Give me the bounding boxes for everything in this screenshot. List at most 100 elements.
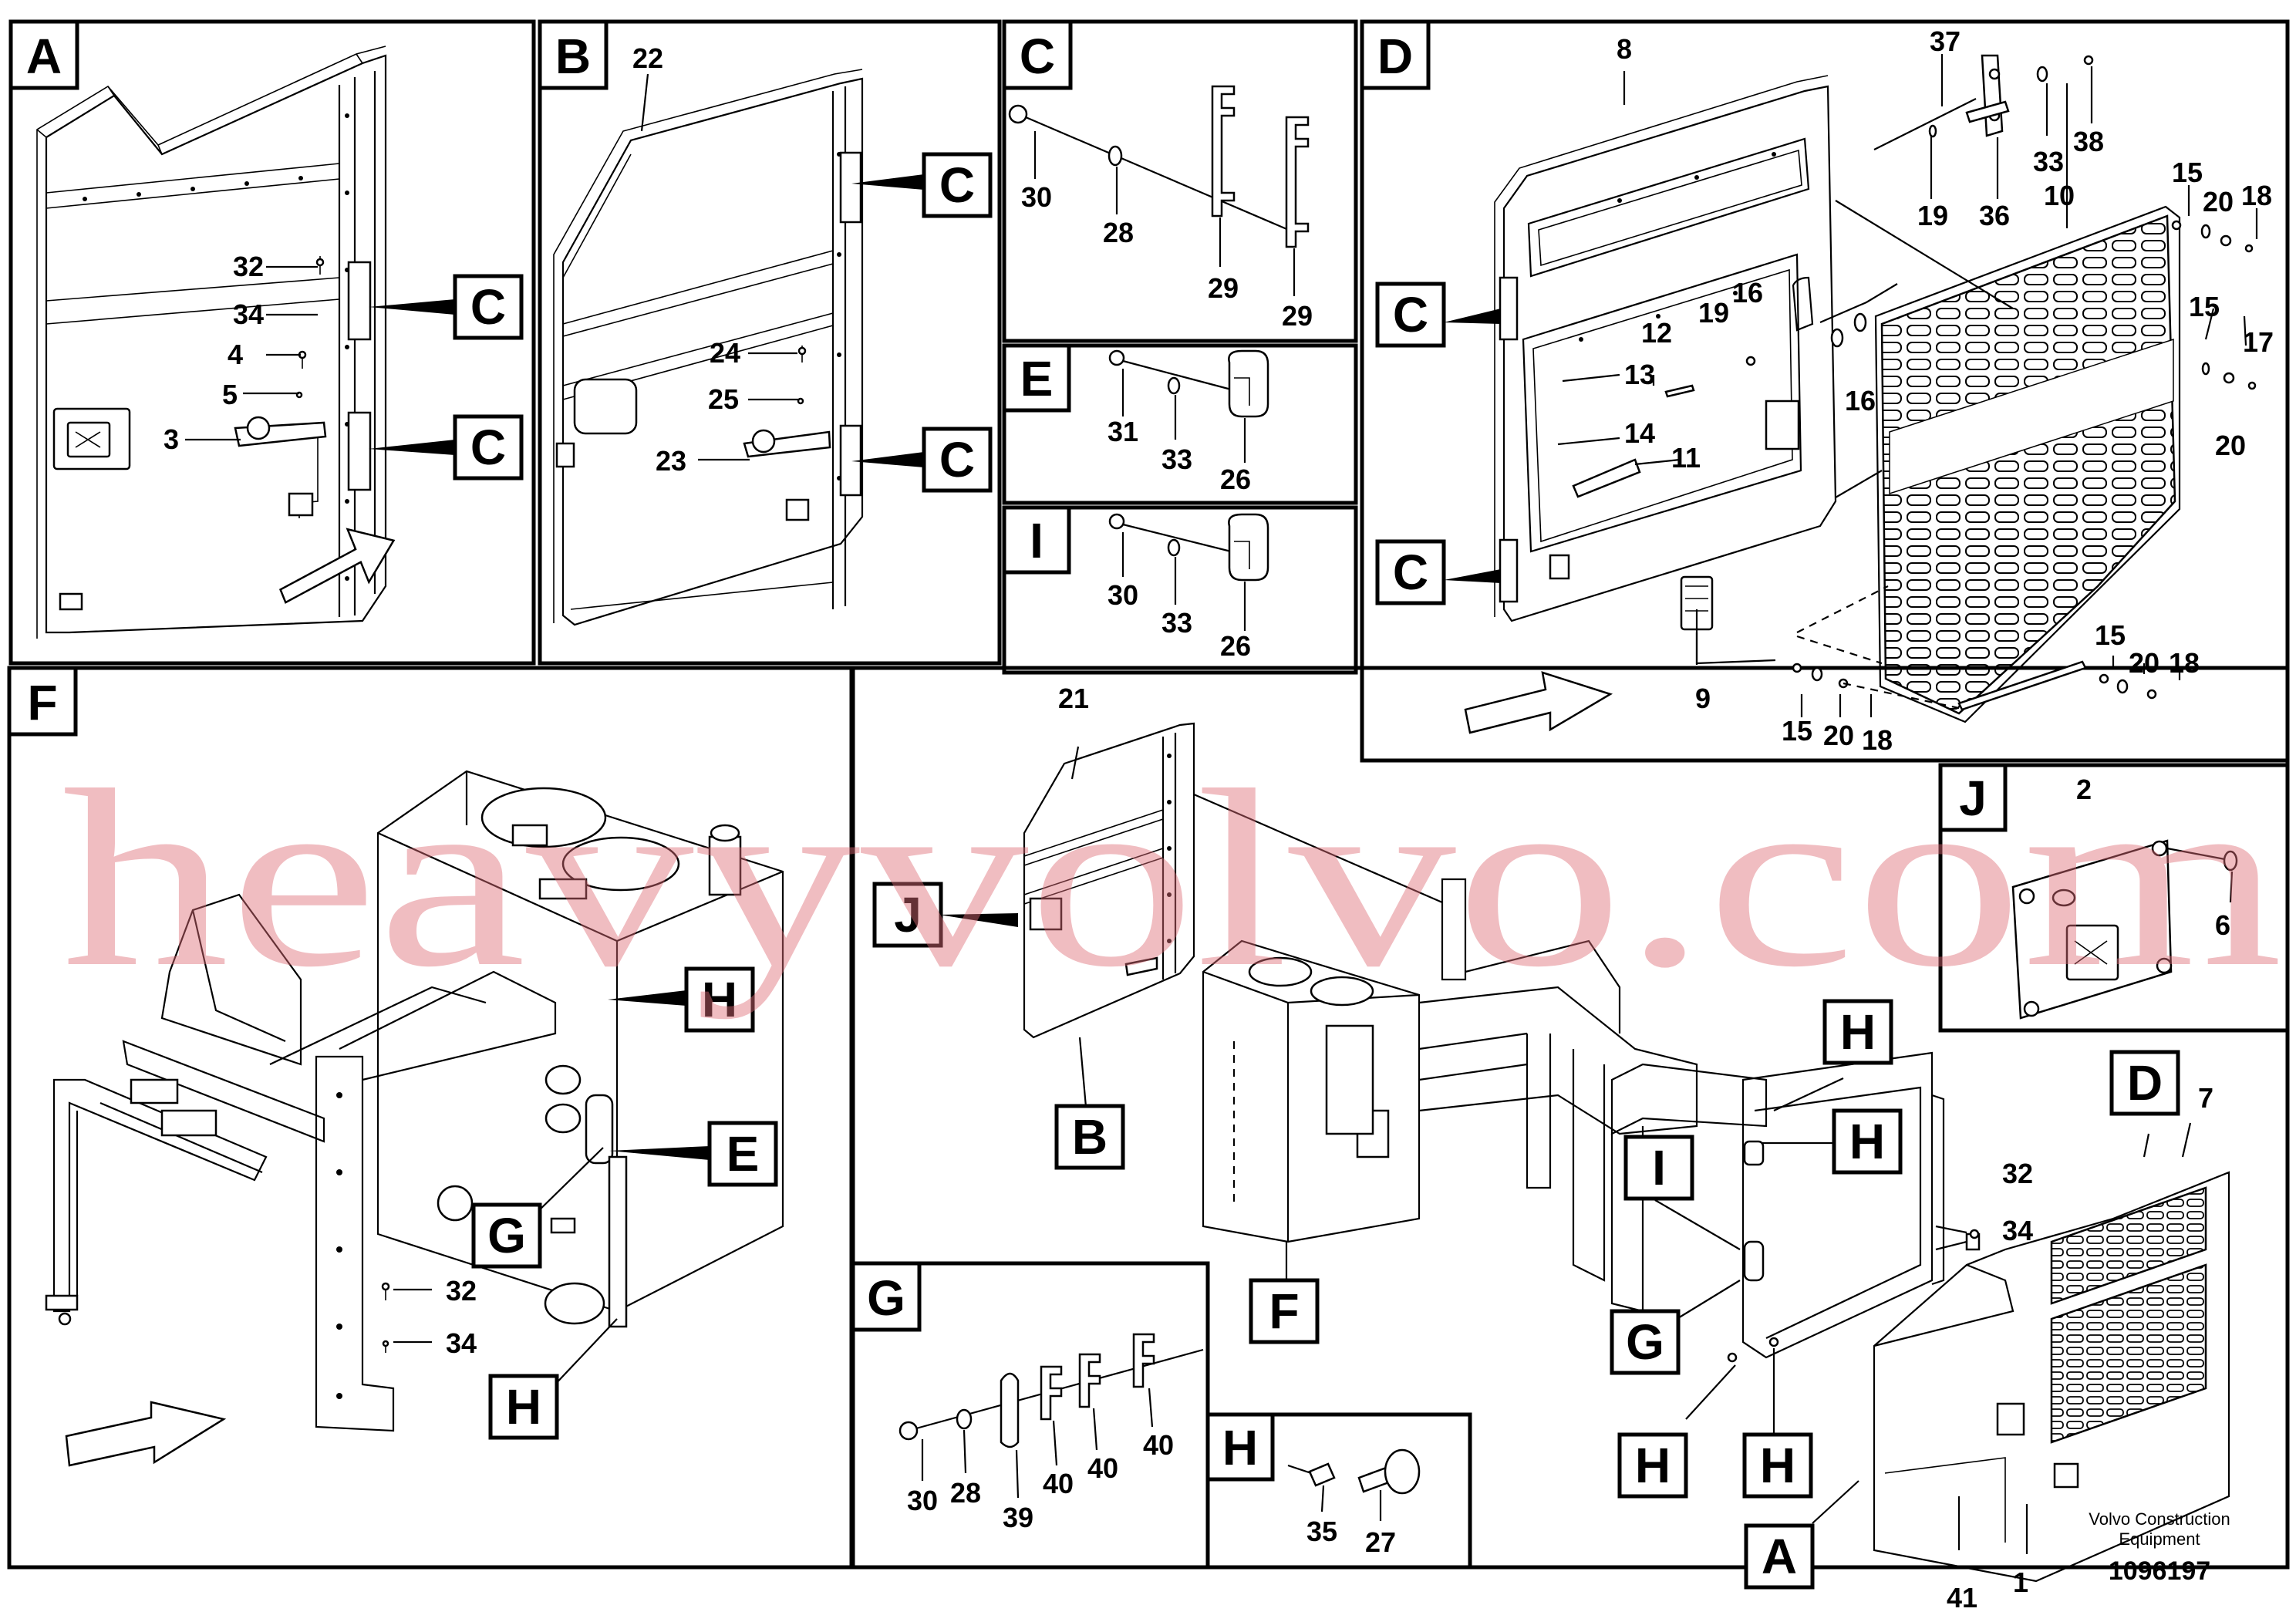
part-number: 26 bbox=[1220, 464, 1251, 495]
part-number: 30 bbox=[1108, 579, 1138, 611]
part-number: 29 bbox=[1282, 300, 1313, 332]
part-number: 26 bbox=[1220, 630, 1251, 662]
panel-f-drawing bbox=[45, 770, 784, 1467]
document-number: 1096197 bbox=[2109, 1556, 2210, 1586]
callout-h-main2: H bbox=[1832, 1108, 1903, 1175]
callout-d-main: D bbox=[2109, 1050, 2180, 1116]
callout-e-f: E bbox=[707, 1121, 778, 1187]
part-number: 14 bbox=[1624, 417, 1655, 449]
part-number: 10 bbox=[2044, 180, 2075, 211]
part-number: 18 bbox=[1862, 724, 1893, 756]
panel-h-drawing bbox=[1287, 1448, 1421, 1521]
part-number: 34 bbox=[233, 298, 264, 330]
callout-h-main3: H bbox=[1617, 1432, 1688, 1499]
part-number: 40 bbox=[1043, 1468, 1074, 1499]
part-number: 9 bbox=[1695, 683, 1711, 714]
company-name-line1: Volvo Construction bbox=[2089, 1509, 2230, 1529]
svg-text:C: C bbox=[470, 420, 506, 475]
svg-text:H: H bbox=[1760, 1438, 1795, 1493]
part-number: 33 bbox=[1161, 607, 1192, 639]
panel-f-leaders bbox=[393, 990, 710, 1389]
svg-text:B: B bbox=[1072, 1109, 1108, 1165]
main-assembly-leaders bbox=[939, 746, 2192, 1554]
part-number: 28 bbox=[950, 1477, 981, 1509]
part-number: 34 bbox=[2002, 1215, 2033, 1246]
part-number: 37 bbox=[1930, 25, 1961, 57]
svg-text:H: H bbox=[1635, 1438, 1671, 1493]
part-number: 24 bbox=[710, 337, 740, 369]
svg-text:B: B bbox=[555, 29, 591, 84]
part-number: 17 bbox=[2243, 326, 2274, 358]
panel-a-leaders bbox=[185, 265, 455, 455]
part-number: 15 bbox=[2172, 157, 2203, 188]
svg-text:A: A bbox=[26, 29, 62, 84]
panel-b-door-drawing bbox=[553, 69, 864, 626]
panel-label-c: C bbox=[1002, 19, 1073, 90]
svg-text:C: C bbox=[939, 432, 975, 487]
part-number: 19 bbox=[1698, 297, 1729, 329]
callout-h-main1: H bbox=[1822, 999, 1893, 1065]
callout-c-b2: C bbox=[922, 427, 993, 493]
part-number: 15 bbox=[1782, 715, 1812, 747]
part-number: 41 bbox=[1947, 1582, 1977, 1614]
svg-text:C: C bbox=[1393, 287, 1428, 342]
part-number: 4 bbox=[228, 339, 243, 370]
panel-a-door-drawing bbox=[36, 46, 396, 639]
part-number: 16 bbox=[1845, 385, 1876, 416]
part-number: 38 bbox=[2073, 126, 2104, 157]
svg-text:H: H bbox=[1222, 1420, 1258, 1475]
part-number: 21 bbox=[1058, 683, 1089, 714]
svg-text:H: H bbox=[1849, 1114, 1885, 1169]
panel-g-drawing bbox=[899, 1333, 1204, 1499]
svg-text:J: J bbox=[894, 887, 922, 943]
callout-b-main: B bbox=[1054, 1104, 1125, 1170]
part-number: 3 bbox=[164, 423, 179, 455]
part-number: 20 bbox=[1823, 720, 1854, 751]
callout-g-main: G bbox=[1610, 1309, 1681, 1375]
part-number: 36 bbox=[1979, 200, 2010, 231]
callout-f-main: F bbox=[1249, 1278, 1320, 1344]
part-number: 30 bbox=[1021, 181, 1052, 213]
callout-h-f1: H bbox=[684, 966, 755, 1033]
part-number: 23 bbox=[656, 445, 686, 477]
svg-text:C: C bbox=[1393, 545, 1428, 600]
part-number: 19 bbox=[1917, 200, 1948, 231]
part-number: 1 bbox=[2013, 1566, 2028, 1598]
part-number: 39 bbox=[1003, 1502, 1033, 1533]
callout-i-main: I bbox=[1623, 1135, 1694, 1201]
callout-h-f2: H bbox=[488, 1374, 559, 1440]
part-number: 34 bbox=[446, 1327, 477, 1359]
svg-text:F: F bbox=[27, 675, 57, 730]
part-number: 16 bbox=[1732, 277, 1763, 309]
svg-text:E: E bbox=[1020, 351, 1054, 406]
panel-label-b: B bbox=[538, 19, 609, 90]
part-numbers: 32 34 4 5 3 22 24 25 23 30 28 29 29 31 3… bbox=[164, 25, 2274, 1614]
part-number: 6 bbox=[2215, 909, 2230, 941]
part-number: 27 bbox=[1365, 1526, 1396, 1558]
part-number: 2 bbox=[2076, 774, 2092, 805]
svg-text:F: F bbox=[1269, 1283, 1299, 1339]
part-number: 32 bbox=[233, 251, 264, 282]
panel-label-j: J bbox=[1938, 763, 2008, 832]
part-number: 31 bbox=[1108, 416, 1138, 447]
callout-c-d1: C bbox=[1375, 282, 1446, 348]
panel-i-drawing bbox=[1108, 513, 1269, 631]
svg-text:H: H bbox=[1840, 1004, 1876, 1060]
svg-text:H: H bbox=[506, 1379, 541, 1435]
panel-label-f: F bbox=[7, 666, 78, 737]
svg-text:G: G bbox=[487, 1208, 526, 1263]
part-number: 5 bbox=[222, 379, 238, 410]
panel-label-h: H bbox=[1205, 1412, 1275, 1482]
svg-text:E: E bbox=[727, 1126, 760, 1182]
part-number: 29 bbox=[1208, 272, 1239, 304]
svg-text:C: C bbox=[939, 157, 975, 213]
panel-label-e: E bbox=[1002, 343, 1071, 413]
part-number: 18 bbox=[2169, 647, 2200, 679]
part-number: 20 bbox=[2215, 430, 2246, 461]
watermark: heavyvolvo.com bbox=[62, 738, 2283, 1020]
panel-c-drawing bbox=[1008, 85, 1310, 296]
part-number: 40 bbox=[1143, 1429, 1174, 1461]
svg-text:G: G bbox=[1626, 1314, 1664, 1370]
part-number: 15 bbox=[2189, 291, 2220, 322]
main-assembly-drawing bbox=[1023, 722, 2230, 1583]
